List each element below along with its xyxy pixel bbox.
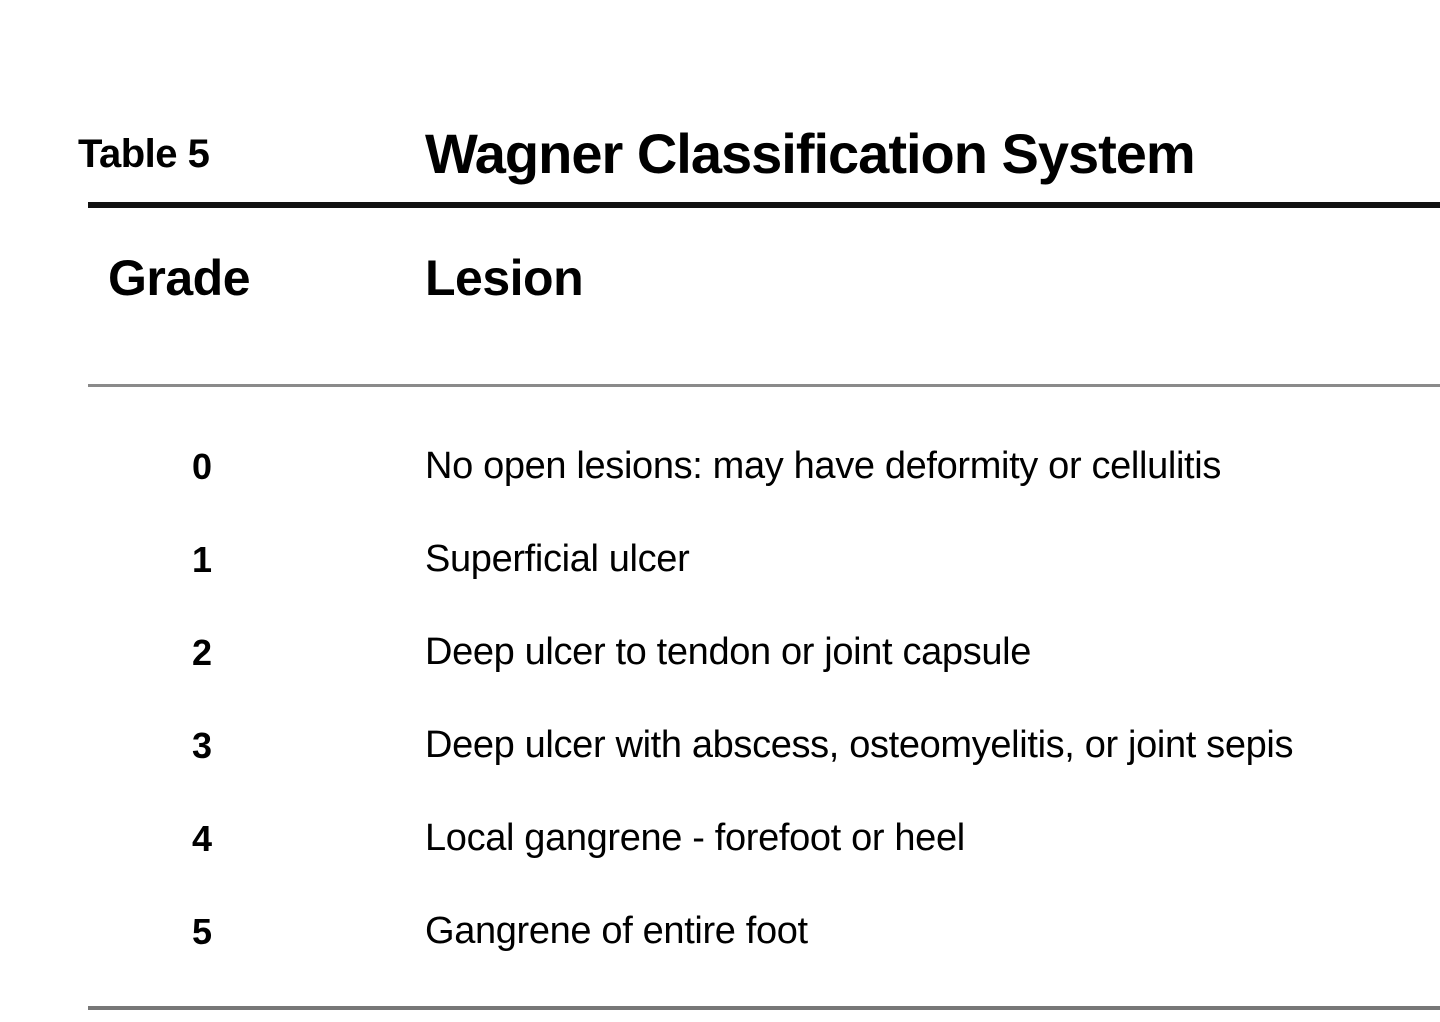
cell-lesion: Deep ulcer to tendon or joint capsule [425, 631, 1031, 673]
table-row: 2 Deep ulcer to tendon or joint capsule [0, 626, 1440, 719]
table-title: Wagner Classification System [425, 122, 1196, 185]
cell-grade: 4 [191, 818, 213, 859]
cell-lesion: No open lesions: may have deformity or c… [425, 445, 1221, 487]
table-caption-row: Table 5 Wagner Classification System [0, 122, 1440, 192]
column-header-lesion: Lesion [425, 250, 584, 306]
table-number-label: Table 5 [78, 132, 210, 176]
rule-bottom [88, 1006, 1440, 1010]
rule-header-separator [88, 384, 1440, 387]
table-row: 0 No open lesions: may have deformity or… [0, 440, 1440, 533]
cell-lesion: Local gangrene - forefoot or heel [425, 817, 965, 859]
table-row: 1 Superficial ulcer [0, 533, 1440, 626]
table-row: 3 Deep ulcer with abscess, osteomyelitis… [0, 719, 1440, 812]
cell-lesion: Deep ulcer with abscess, osteomyelitis, … [425, 724, 1294, 766]
column-header-grade: Grade [108, 250, 251, 306]
cell-grade: 3 [191, 725, 213, 766]
cell-grade: 0 [191, 446, 213, 487]
cell-grade: 1 [191, 539, 213, 580]
table-row: 5 Gangrene of entire foot [0, 905, 1440, 998]
table-row: 4 Local gangrene - forefoot or heel [0, 812, 1440, 905]
table-body: 0 No open lesions: may have deformity or… [0, 440, 1440, 998]
table-header-row: Grade Lesion [0, 248, 1440, 318]
cell-lesion: Superficial ulcer [425, 538, 690, 580]
cell-lesion: Gangrene of entire foot [425, 910, 808, 952]
cell-grade: 5 [191, 911, 213, 952]
cell-grade: 2 [191, 632, 213, 673]
rule-top-heavy [88, 202, 1440, 208]
